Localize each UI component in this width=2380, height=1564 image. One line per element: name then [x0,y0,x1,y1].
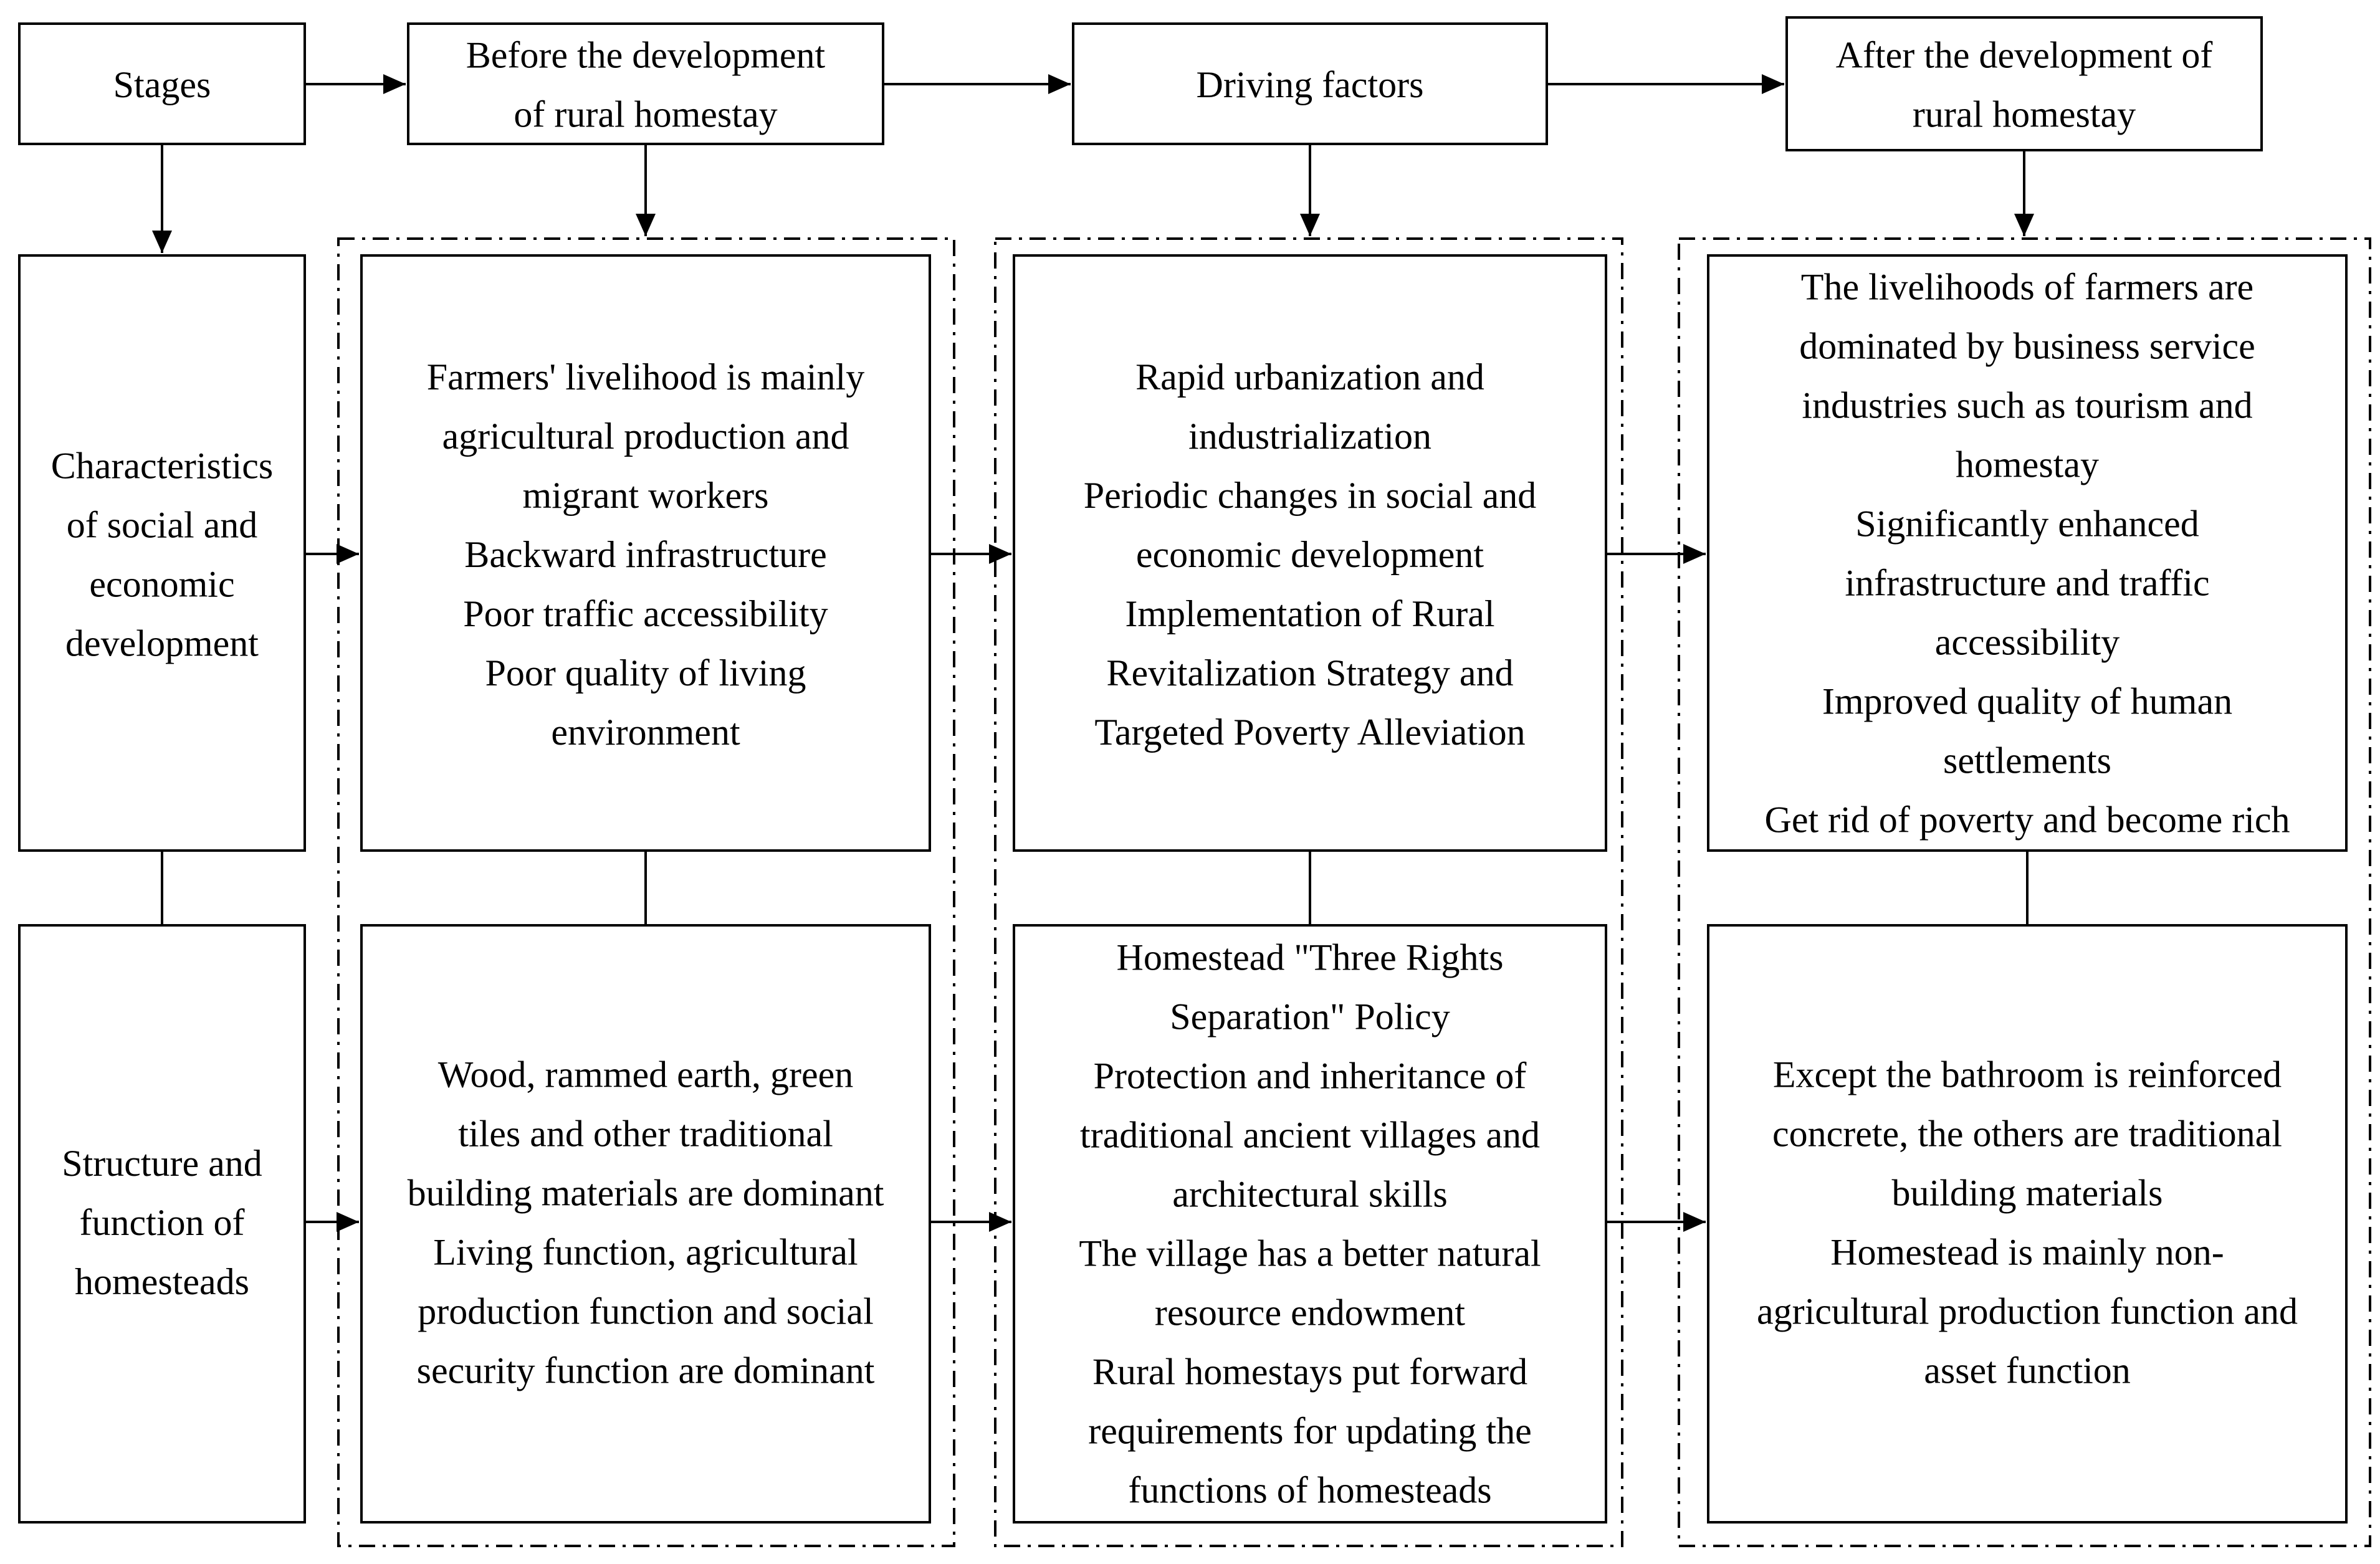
row1-label-text: Characteristics of social and economic deve… [51,446,274,664]
text-line: Farmers' livelihood is mainly [427,356,864,398]
row1-label-box [18,254,306,852]
row1-before-box [360,254,931,852]
text-line: of social and [67,505,258,546]
text-line: homesteads [75,1261,249,1302]
text-line: Backward infrastructure [464,534,826,575]
text-line: Separation" Policy [1170,996,1450,1037]
text-line: of rural homestay [514,94,777,135]
text-line: rural homestay [1913,94,2136,135]
text-line: Rural homestays put forward [1092,1352,1527,1393]
text-line: Periodic changes in social and [1084,475,1536,516]
text-line: migrant workers [523,475,769,516]
text-line: economic development [1136,534,1484,575]
text-line: Poor traffic accessibility [463,593,828,634]
row2-drivers-box [1013,924,1607,1523]
text-line: traditional ancient villages and [1080,1115,1540,1156]
text-line: Revitalization Strategy and [1106,652,1513,694]
text-line: settlements [1943,740,2111,781]
drivers-header-label: Driving factors [1197,64,1424,105]
text-line: Protection and inheritance of [1094,1056,1527,1097]
text-line: concrete, the others are traditional [1772,1113,2282,1155]
text-line: Stages [113,64,211,105]
row1-after-text: The livelihoods of farmers are dominated … [1764,267,2290,841]
text-line: architectural skills [1172,1174,1448,1215]
text-line: Before the development [466,35,826,76]
text-line: functions of homesteads [1128,1470,1491,1511]
text-line: Rapid urbanization and [1135,356,1484,398]
text-line: dominated by business service [1799,326,2255,367]
after-header-label: After the development of rural homestay [1836,35,2213,135]
text-line: industries such as tourism and [1802,385,2252,426]
text-line: industrialization [1188,416,1431,457]
text-line: infrastructure and traffic [1845,563,2209,604]
text-line: Improved quality of human [1822,681,2232,722]
row2-before-box [360,924,931,1523]
text-line: Poor quality of living [485,652,806,694]
text-line: homestay [1956,444,2099,485]
text-line: economic [89,564,234,605]
text-line: Significantly enhanced [1855,503,2199,545]
row1-before-text: Farmers' livelihood is mainly agricultura… [427,356,864,753]
text-line: Except the bathroom is reinforced [1773,1054,2282,1095]
row2-after-text: Except the bathroom is reinforced concret… [1757,1054,2298,1391]
before-header-label: Before the development of rural homestay [466,35,826,135]
text-line: Living function, agricultural [433,1232,858,1273]
text-line: production function and social [418,1291,873,1332]
text-line: Driving factors [1197,64,1424,105]
drivers-group-frame [994,237,1623,1547]
text-line: Implementation of Rural [1125,593,1494,634]
row1-after-box [1707,254,2348,852]
row2-after-box [1707,924,2348,1523]
row2-before-text: Wood, rammed earth, green tiles and other… [408,1054,884,1391]
row2-label-box [18,924,306,1523]
text-line: resource endowment [1155,1292,1465,1333]
text-line: Get rid of poverty and become rich [1764,799,2290,841]
text-line: environment [551,712,740,753]
text-line: function of [80,1202,245,1243]
before-group-frame [337,237,955,1547]
text-line: The village has a better natural [1079,1233,1541,1274]
text-line: asset function [1924,1350,2131,1391]
after-header-box [1785,16,2263,151]
text-line: Homestead is mainly non- [1830,1232,2224,1273]
text-line: Structure and [62,1143,262,1184]
text-line: building materials are dominant [408,1173,884,1214]
text-line: agricultural production function and [1757,1291,2298,1332]
text-line: tiles and other traditional [458,1113,833,1155]
text-line: building materials [1892,1173,2163,1214]
text-line: Characteristics [51,446,274,487]
text-line: Targeted Poverty Alleviation [1094,712,1525,753]
text-line: requirements for updating the [1088,1411,1531,1452]
text-line: After the development of [1836,35,2213,76]
text-line: security function are dominant [417,1350,875,1391]
text-line: accessibility [1935,622,2120,663]
stages-box [18,22,306,145]
stages-label: Stages [113,64,211,105]
after-group-frame [1678,237,2371,1547]
drivers-header-box [1072,22,1548,145]
row2-label-text: Structure and function of homesteads [62,1143,262,1302]
row1-drivers-box [1013,254,1607,852]
text-line: agricultural production and [442,416,849,457]
text-line: The livelihoods of farmers are [1801,267,2253,308]
text-line: Homestead "Three Rights [1116,937,1503,978]
text-line: development [65,623,259,664]
text-line: Wood, rammed earth, green [438,1054,854,1095]
